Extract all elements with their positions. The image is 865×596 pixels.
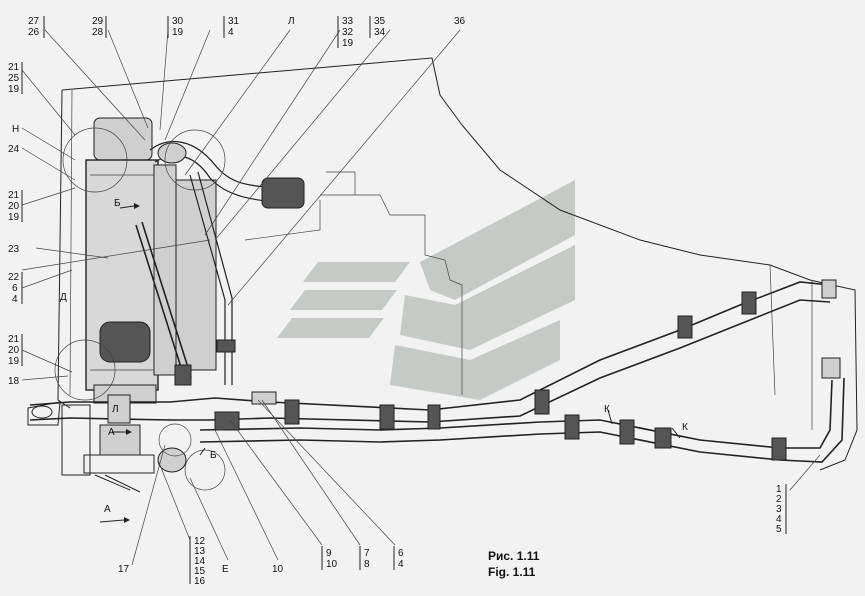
label-28: 28 xyxy=(92,27,104,38)
label-14: 14 xyxy=(194,556,206,567)
label-35: 35 xyxy=(374,16,386,27)
label-18: 18 xyxy=(8,376,20,387)
label-21c: 21 xyxy=(8,334,20,345)
label-10b: 10 xyxy=(326,559,338,570)
label-4b: 4 xyxy=(12,294,18,305)
leader-lines xyxy=(21,29,821,566)
label-6a: 6 xyxy=(12,283,18,294)
watermark-logo xyxy=(277,180,575,400)
label-20a: 20 xyxy=(8,201,20,212)
label-34: 34 xyxy=(374,27,386,38)
radiator-assembly xyxy=(85,117,217,404)
label-1: 1 xyxy=(776,484,782,495)
label-23: 23 xyxy=(8,244,20,255)
label-K-left: К xyxy=(604,404,610,415)
label-20b: 20 xyxy=(8,345,20,356)
label-7: 7 xyxy=(364,548,370,559)
label-25: 25 xyxy=(8,73,20,84)
label-33: 33 xyxy=(342,16,354,27)
label-21b: 21 xyxy=(8,190,20,201)
label-L-mid: Л xyxy=(112,404,119,415)
label-D: Д xyxy=(60,292,67,303)
label-19e: 19 xyxy=(8,356,20,367)
label-4d: 4 xyxy=(776,514,782,525)
lower-piping xyxy=(29,279,845,463)
label-26: 26 xyxy=(28,27,40,38)
label-A-mid: А xyxy=(108,427,115,438)
label-H: Н xyxy=(12,124,19,135)
upper-hoses xyxy=(149,141,305,385)
label-30: 30 xyxy=(172,16,184,27)
label-29: 29 xyxy=(92,16,104,27)
label-12: 12 xyxy=(194,536,206,547)
label-19d: 19 xyxy=(8,212,20,223)
label-19c: 19 xyxy=(8,84,20,95)
part-labels: 27 26 29 28 30 19 31 4 Л 33 32 19 35 34 … xyxy=(8,16,782,587)
label-K-right: К xyxy=(682,422,688,433)
caption-ru: Рис. 1.11 xyxy=(488,549,540,563)
label-4c: 4 xyxy=(398,559,404,570)
label-4a: 4 xyxy=(228,27,234,38)
figure-caption: Рис. 1.11 Fig. 1.11 xyxy=(488,549,540,579)
label-3: 3 xyxy=(776,504,782,515)
label-24: 24 xyxy=(8,144,20,155)
label-8: 8 xyxy=(364,559,370,570)
label-21a: 21 xyxy=(8,62,20,73)
caption-en: Fig. 1.11 xyxy=(488,565,536,579)
label-B-top: Б xyxy=(114,198,121,209)
label-separators xyxy=(21,16,787,584)
label-31: 31 xyxy=(228,16,240,27)
view-arrows xyxy=(99,203,681,523)
label-10: 10 xyxy=(272,564,284,575)
pump-frame xyxy=(27,394,226,493)
label-16: 16 xyxy=(194,576,206,587)
label-17: 17 xyxy=(118,564,130,575)
label-2: 2 xyxy=(776,494,782,505)
label-19b: 19 xyxy=(342,38,354,49)
label-22: 22 xyxy=(8,272,20,283)
label-13: 13 xyxy=(194,546,206,557)
label-A-low: А xyxy=(104,504,111,515)
label-9: 9 xyxy=(326,548,332,559)
label-L-top: Л xyxy=(288,16,295,27)
label-B-low: Б xyxy=(210,450,217,461)
label-27: 27 xyxy=(28,16,40,27)
label-19a: 19 xyxy=(172,27,184,38)
label-36: 36 xyxy=(454,16,466,27)
label-E: Е xyxy=(222,564,229,575)
label-32: 32 xyxy=(342,27,354,38)
label-15: 15 xyxy=(194,566,206,577)
callout-circles xyxy=(54,127,226,401)
label-5: 5 xyxy=(776,524,782,535)
label-6b: 6 xyxy=(398,548,404,559)
